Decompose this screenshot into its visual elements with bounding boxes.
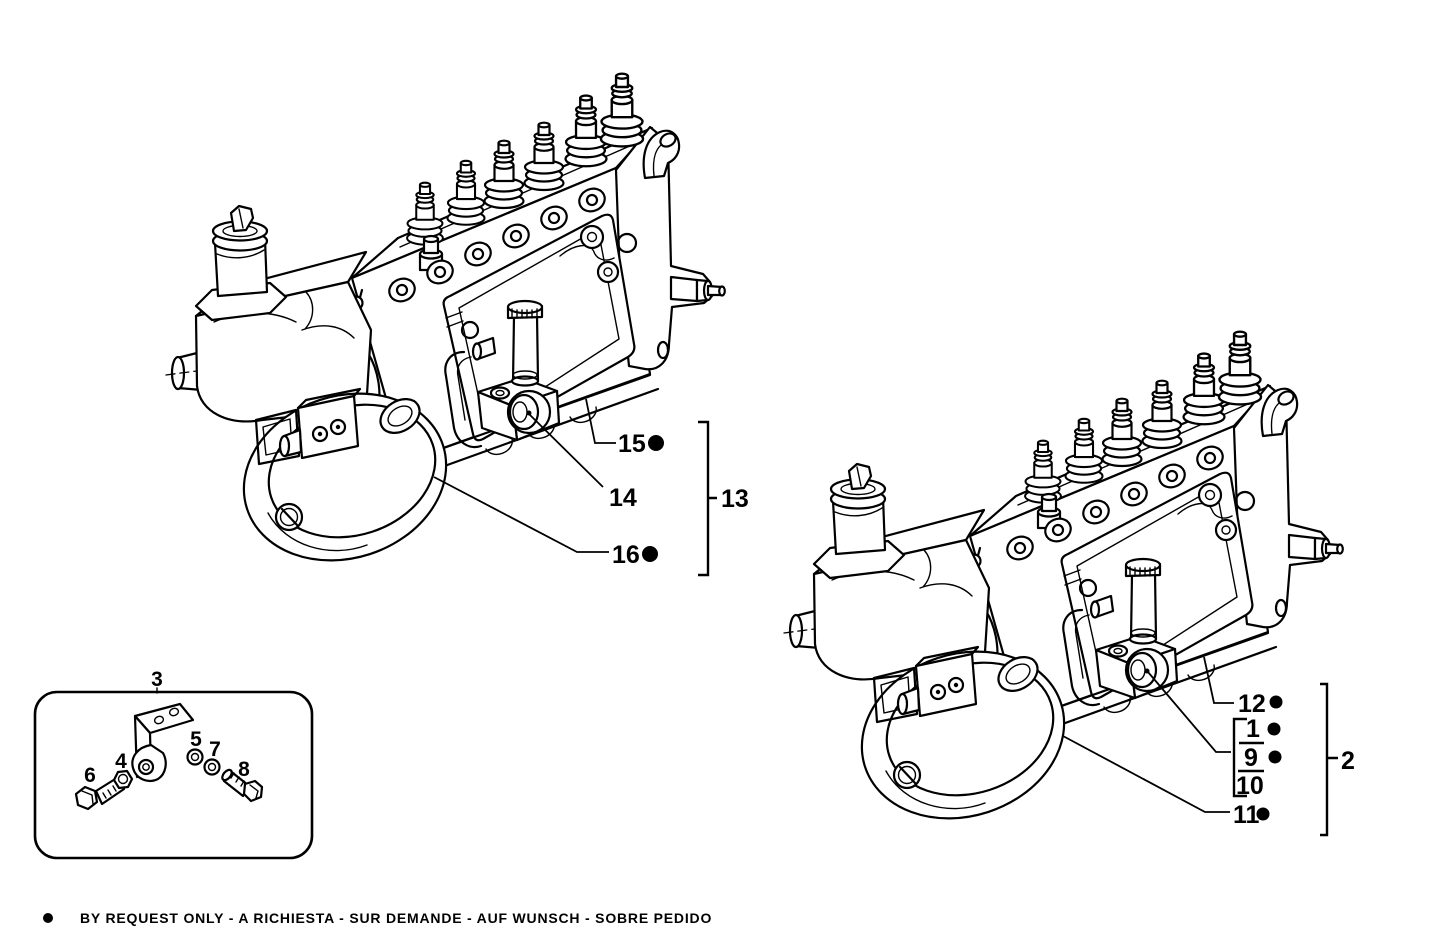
fuel-injection-pump-illustration-2 bbox=[784, 332, 1343, 844]
by-request-dot-15 bbox=[648, 435, 664, 451]
by-request-dot-12 bbox=[1269, 695, 1283, 709]
by-request-dot-11 bbox=[1256, 807, 1270, 821]
by-request-dot-1 bbox=[1267, 722, 1281, 736]
callout-3-label: 3 bbox=[151, 668, 163, 691]
part-label-8: 8 bbox=[238, 758, 250, 781]
leader-line-15 bbox=[585, 398, 616, 444]
part-label-4: 4 bbox=[115, 750, 127, 773]
callout-14-label: 14 bbox=[609, 484, 637, 512]
pump2-callouts: 12 1 9 10 11 2 bbox=[1062, 656, 1355, 837]
part-label-6: 6 bbox=[84, 764, 96, 787]
callout-11-label: 11 bbox=[1233, 801, 1260, 829]
callout-1-label: 1 bbox=[1246, 715, 1260, 743]
leader-line-stack bbox=[1147, 671, 1231, 753]
footer-legend: BY REQUEST ONLY - A RICHIESTA - SUR DEMA… bbox=[43, 910, 712, 926]
by-request-dot-9 bbox=[1268, 750, 1282, 764]
callout-12-label: 12 bbox=[1238, 690, 1266, 718]
inset-box-border bbox=[33, 690, 314, 860]
by-request-dot-16 bbox=[642, 546, 658, 562]
fuel-injection-pump-illustration-1 bbox=[166, 74, 725, 586]
callout-16-label: 16 bbox=[612, 541, 640, 569]
inset-part-nut-4 bbox=[112, 769, 134, 790]
stack-bracket-1-9-10 bbox=[1232, 717, 1247, 798]
part-label-5: 5 bbox=[190, 728, 202, 751]
inset-part-washer-7 bbox=[203, 758, 221, 776]
callout-2-label: 2 bbox=[1341, 747, 1355, 775]
inset-part-bracket bbox=[131, 702, 195, 783]
leader-line-14 bbox=[528, 413, 604, 488]
footer-legend-text: BY REQUEST ONLY - A RICHIESTA - SUR DEMA… bbox=[80, 910, 712, 926]
leader-line-12 bbox=[1203, 656, 1234, 704]
inset-box-part-3: 3 bbox=[33, 668, 314, 860]
leader-line-11 bbox=[1062, 735, 1230, 813]
callout-10-label: 10 bbox=[1236, 772, 1264, 800]
part-label-7: 7 bbox=[209, 738, 221, 761]
callout-9-label: 9 bbox=[1244, 744, 1258, 772]
inset-part-bolt-8 bbox=[221, 768, 264, 803]
leader-line-16 bbox=[433, 476, 609, 553]
group-bracket-13 bbox=[698, 420, 717, 577]
group-bracket-2 bbox=[1320, 682, 1338, 837]
callout-15-label: 15 bbox=[618, 430, 646, 458]
inset-part-washer-5 bbox=[186, 748, 204, 766]
pump1-callouts: 15 14 16 13 bbox=[433, 398, 749, 577]
footer-legend-dot-icon bbox=[43, 913, 53, 923]
callout-13-label: 13 bbox=[721, 485, 749, 513]
